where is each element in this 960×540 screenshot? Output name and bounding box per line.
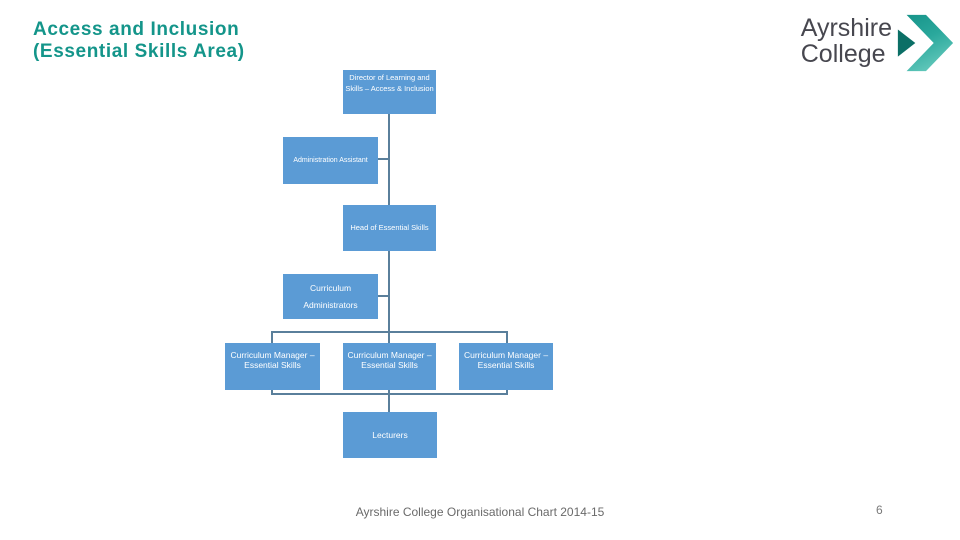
connector-manager1-bottom-stub (271, 390, 273, 395)
slide-title: Access and Inclusion (Essential Skills A… (33, 19, 245, 63)
connector-head-to-managers (388, 251, 390, 343)
connector-to-lecturers (388, 390, 390, 412)
org-node-curriculum-administrators-line1: Curriculum (309, 282, 352, 293)
org-node-curriculum-administrators: Curriculum Administrators (283, 274, 378, 319)
org-node-curriculum-administrators-line2: Administrators (303, 299, 358, 310)
connector-manager3-bottom-stub (506, 390, 508, 395)
org-node-director: Director of Learning and Skills – Access… (343, 70, 436, 114)
connector-managers-top-rail (271, 331, 508, 333)
org-node-head-of-essential-skills: Head of Essential Skills (343, 205, 436, 251)
slide-title-line2: (Essential Skills Area) (33, 41, 245, 62)
logo-wordmark: Ayrshire College (801, 15, 892, 67)
org-node-curriculum-manager-1: Curriculum Manager – Essential Skills (225, 343, 320, 390)
connector-director-to-head (388, 114, 390, 205)
slide-title-line1: Access and Inclusion (33, 19, 240, 40)
logo-text-line1: Ayrshire (800, 14, 892, 42)
org-node-administration-assistant: Administration Assistant (283, 137, 378, 184)
connector-manager1-drop (271, 331, 273, 343)
logo-text-line2: College (800, 40, 886, 68)
org-node-curriculum-manager-3: Curriculum Manager – Essential Skills (459, 343, 553, 390)
org-node-curriculum-manager-2: Curriculum Manager – Essential Skills (343, 343, 436, 390)
page-number: 6 (876, 503, 883, 517)
connector-admin-assistant-stub (378, 158, 388, 160)
connector-curriculum-admins-stub (378, 295, 388, 297)
chevron-icon (897, 14, 954, 72)
connector-manager3-drop (506, 331, 508, 343)
org-node-lecturers: Lecturers (343, 412, 437, 458)
ayrshire-college-logo: Ayrshire College (801, 12, 956, 74)
footer-caption: Ayrshire College Organisational Chart 20… (355, 505, 605, 519)
